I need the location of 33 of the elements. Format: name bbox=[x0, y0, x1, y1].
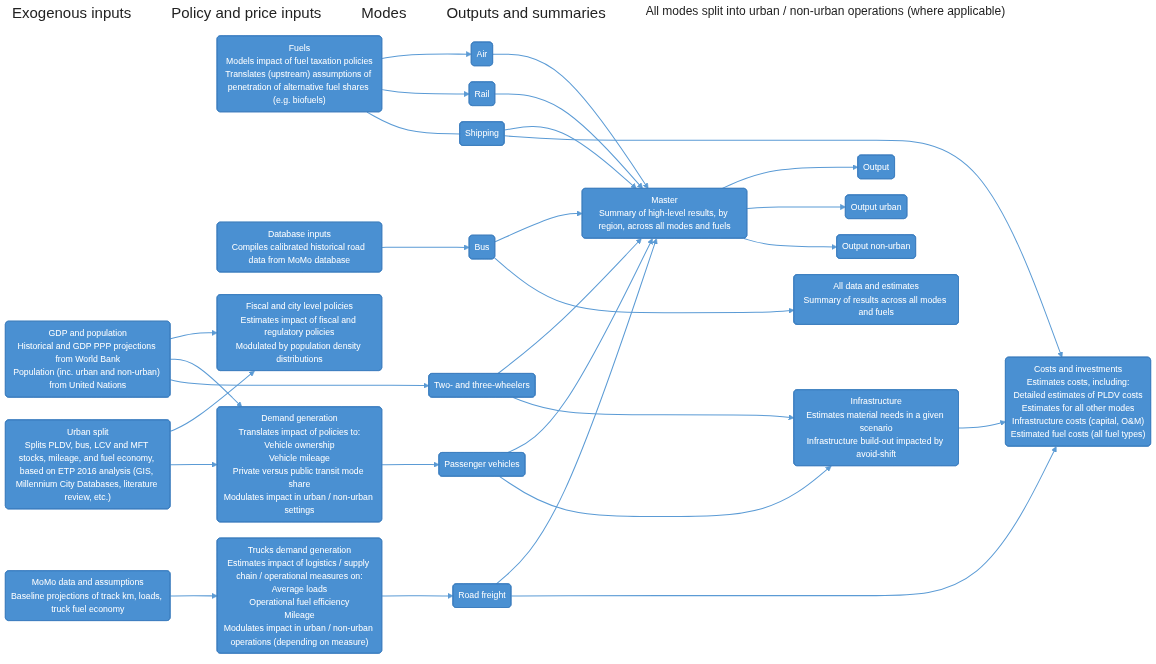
arrow bbox=[492, 53, 649, 189]
arrow bbox=[169, 592, 218, 599]
note-text: All modes split into urban / non-urban operations (where applicable) bbox=[645, 4, 1006, 20]
arrow bbox=[169, 461, 218, 468]
arrow bbox=[499, 465, 832, 518]
arrow bbox=[381, 461, 440, 468]
arrow bbox=[381, 89, 470, 97]
column-heading: Policy and price inputs bbox=[171, 4, 322, 21]
arrow bbox=[381, 244, 470, 251]
column-heading: Modes bbox=[361, 4, 407, 21]
arrow bbox=[743, 238, 838, 250]
arrow bbox=[495, 238, 658, 585]
arrow bbox=[169, 358, 243, 408]
arrow bbox=[381, 593, 454, 599]
arrow bbox=[512, 397, 795, 421]
column-heading: Exogenous inputs bbox=[12, 4, 132, 21]
connector bbox=[366, 111, 461, 135]
arrow bbox=[494, 93, 643, 189]
arrow bbox=[507, 238, 653, 454]
arrow bbox=[497, 238, 642, 375]
arrow bbox=[169, 370, 255, 432]
arrow bbox=[510, 446, 1057, 597]
column-heading: Outputs and summaries bbox=[446, 4, 606, 21]
arrow bbox=[721, 164, 859, 190]
arrow bbox=[504, 135, 1063, 358]
arrow bbox=[169, 329, 218, 340]
arrow bbox=[746, 204, 846, 210]
arrow bbox=[494, 210, 583, 243]
arrow bbox=[504, 126, 637, 189]
arrow bbox=[381, 51, 472, 60]
arrow bbox=[494, 257, 795, 314]
arrow bbox=[958, 420, 1006, 429]
arrow bbox=[169, 379, 430, 389]
